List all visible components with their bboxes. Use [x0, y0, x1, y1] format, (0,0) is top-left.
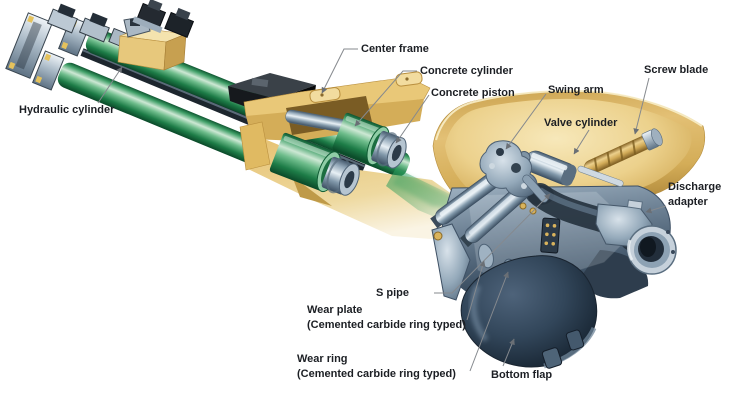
label-hydraulic-cylinder: Hydraulic cylinder — [19, 104, 115, 116]
label-wear-ring-name: Wear ring — [297, 353, 348, 365]
discharge-adapter-graphic — [595, 199, 677, 275]
label-wear-plate: Wear plate (Cemented carbide ring typed) — [307, 303, 466, 333]
label-wear-plate-note: (Cemented carbide ring typed) — [307, 319, 466, 331]
label-concrete-cylinder: Concrete cylinder — [420, 65, 513, 77]
label-s-pipe: S pipe — [376, 287, 410, 299]
label-valve-cylinder: Valve cylinder — [544, 117, 618, 129]
label-discharge-adapter-line1: Discharge — [668, 181, 722, 193]
label-center-frame: Center frame — [361, 43, 429, 55]
bottom-flap-graphic — [460, 255, 598, 369]
swing-arm-graphic — [430, 140, 624, 248]
leader-lines — [97, 48, 667, 372]
label-wear-ring: Wear ring (Cemented carbide ring typed) — [297, 352, 456, 382]
label-wear-ring-note: (Cemented carbide ring typed) — [297, 368, 456, 380]
label-concrete-piston: Concrete piston — [431, 87, 515, 99]
label-discharge-adapter-line2: adapter — [668, 196, 708, 208]
s-pipe-housing-graphic — [431, 183, 677, 369]
screw-blade-graphic — [584, 128, 663, 175]
label-bottom-flap: Bottom flap — [491, 369, 553, 381]
label-screw-blade: Screw blade — [644, 64, 709, 76]
label-discharge-adapter: Discharge adapter — [668, 180, 721, 210]
center-frame-graphic — [228, 71, 480, 242]
mount-box-graphic — [117, 0, 195, 71]
label-wear-plate-name: Wear plate — [307, 304, 363, 316]
label-swing-arm: Swing arm — [548, 84, 604, 96]
